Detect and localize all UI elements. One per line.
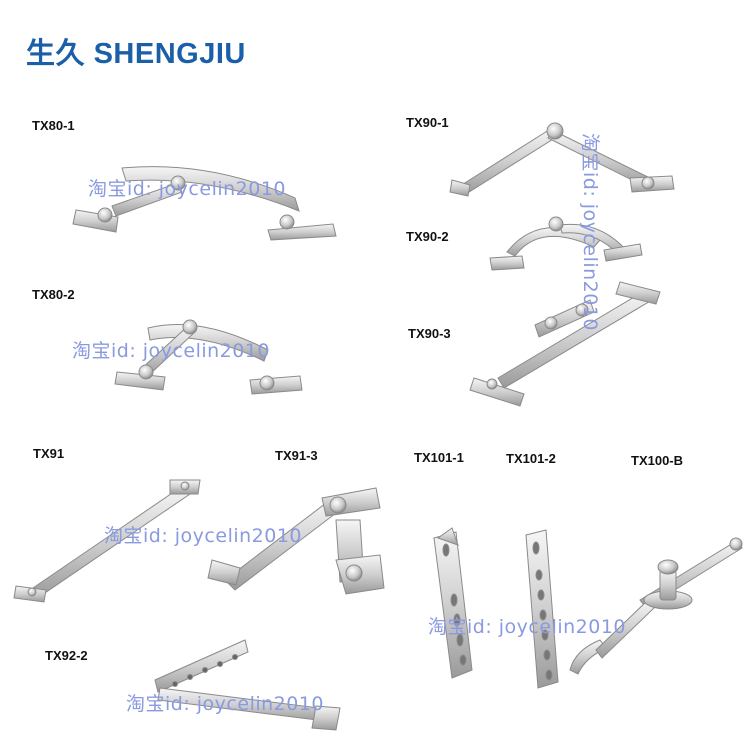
product-label-tx100-b: TX100-B: [631, 453, 684, 468]
stay-tx101-2: [525, 529, 559, 689]
brand-name-en: SHENGJIU: [93, 38, 246, 70]
watermark-vertical: 淘宝id: joycelin2010: [579, 133, 601, 332]
product-label-tx101-2: TX101-2: [506, 451, 556, 466]
product-label-tx90-1: TX90-1: [406, 115, 449, 130]
hinge-tx90-1: [449, 122, 675, 197]
hinge-tx80-1: [72, 166, 337, 241]
hinge-tx90-3: [469, 281, 661, 407]
stay-tx91: [13, 479, 201, 603]
product-label-tx80-2: TX80-2: [32, 287, 75, 302]
product-label-tx101-1: TX101-1: [414, 450, 464, 465]
hinge-tx80-2: [114, 319, 303, 395]
stay-tx101-1: [433, 527, 473, 679]
product-label-tx80-1: TX80-1: [32, 118, 75, 133]
watermark-2: 淘宝id: joycelin2010: [72, 340, 271, 362]
product-label-tx92-2: TX92-2: [45, 648, 88, 663]
watermark-3: 淘宝id: joycelin2010: [104, 525, 303, 547]
watermark-5: 淘宝id: joycelin2010: [126, 693, 325, 715]
watermark-4: 淘宝id: joycelin2010: [428, 616, 627, 638]
hinge-tx90-2: [489, 216, 643, 271]
stay-tx100-b: [569, 537, 743, 675]
product-label-tx90-2: TX90-2: [406, 229, 449, 244]
product-label-tx90-3: TX90-3: [408, 326, 451, 341]
brand-name-cn: 生久: [26, 36, 86, 70]
stay-tx92-2: [154, 639, 341, 731]
product-label-tx91: TX91: [33, 446, 65, 461]
watermark-1: 淘宝id: joycelin2010: [88, 178, 287, 200]
brand-logo: 生久 SHENGJIU: [26, 30, 246, 72]
stay-tx91-3: [207, 487, 385, 595]
product-label-tx91-3: TX91-3: [275, 448, 318, 463]
